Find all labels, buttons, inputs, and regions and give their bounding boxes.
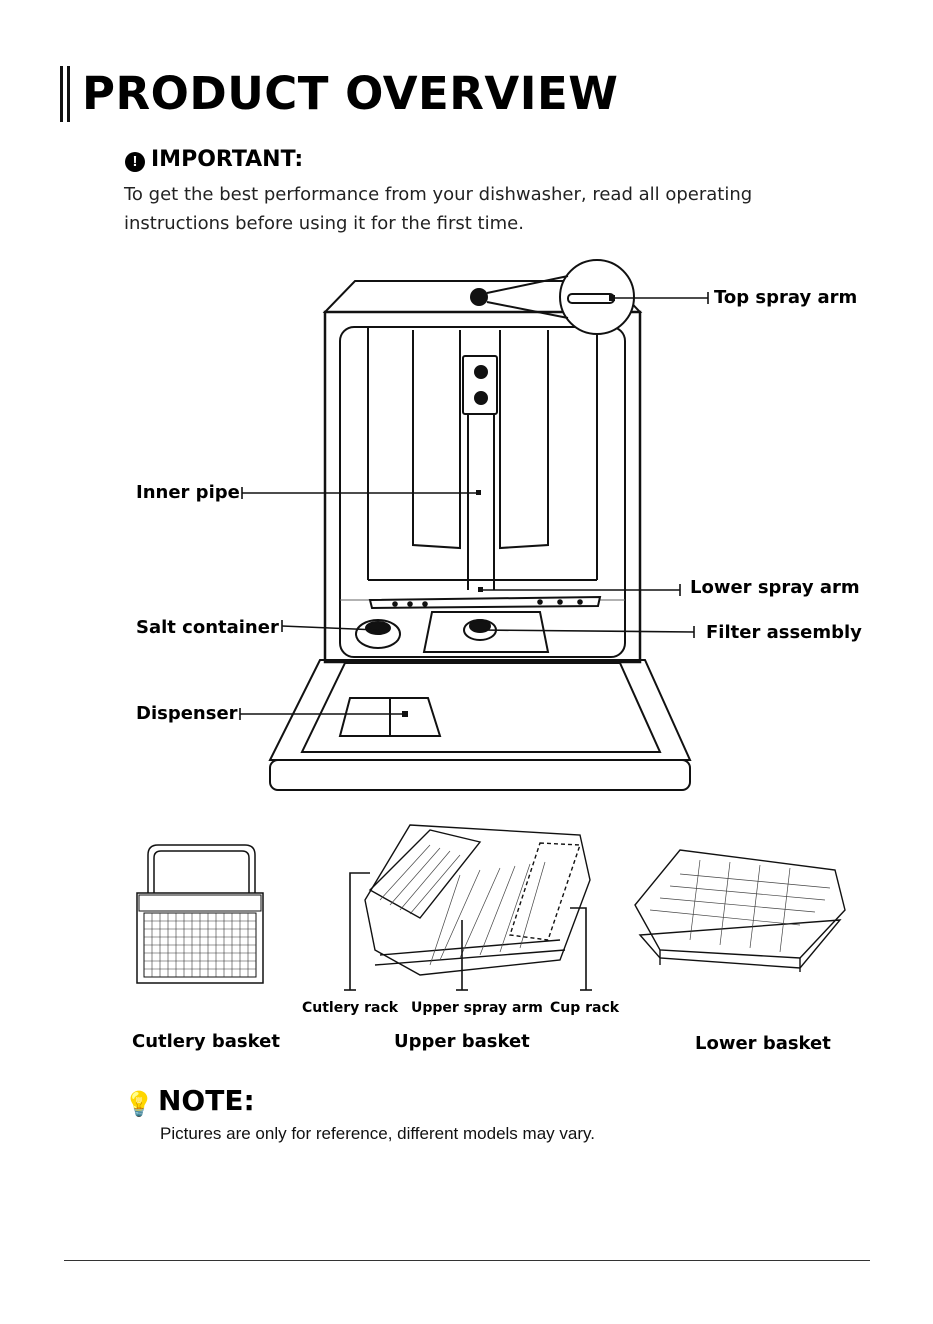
label-upper-spray-arm: Upper spray arm [411,1000,543,1016]
exclamation-circle-icon: ! [125,152,145,172]
label-inner-pipe: Inner pipe [136,482,240,503]
label-cutlery-rack: Cutlery rack [302,1000,399,1016]
upper-basket-wires [379,844,546,966]
label-lower-basket: Lower basket [695,1033,831,1054]
label-dispenser: Dispenser [136,703,238,724]
title-decoration-bar [60,66,63,122]
page-title: PRODUCT OVERVIEW [82,67,619,120]
lower-basket-wires [649,859,831,953]
label-lower-spray-arm: Lower spray arm [690,577,860,598]
label-salt-container: Salt container [136,617,279,638]
label-filter-assembly: Filter assembly [706,622,862,643]
label-upper-basket: Upper basket [394,1031,530,1052]
footer-divider [64,1260,870,1261]
important-text: To get the best performance from your di… [124,184,753,234]
label-cup-rack: Cup rack [550,1000,620,1016]
upper-basket-leaders [344,872,592,991]
lightbulb-icon: 💡 [124,1091,154,1118]
note-text: Pictures are only for reference, differe… [160,1124,595,1143]
dishwasher-body [268,259,692,791]
note-heading: NOTE: [158,1084,255,1117]
label-cutlery-basket: Cutlery basket [132,1031,280,1052]
label-top-spray-arm: Top spray arm [714,287,858,308]
leader-lines [239,292,709,720]
important-heading: IMPORTANT: [151,147,304,172]
cutlery-basket-grid [144,913,256,977]
title-decoration-bar [67,66,70,122]
lower-basket-illustration [634,849,846,972]
upper-basket-illustration [364,824,591,976]
